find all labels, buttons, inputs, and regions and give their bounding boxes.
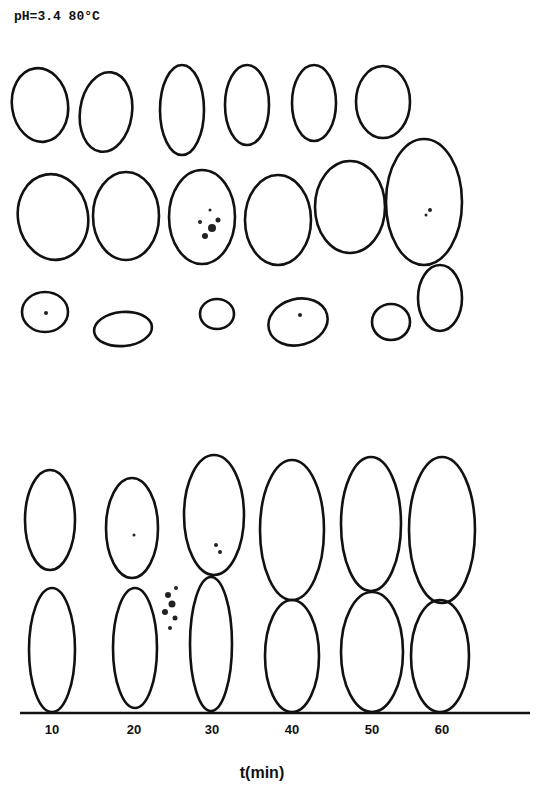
time-tick-holder: 40 [285,720,299,738]
axis-title: t(min) [240,764,284,782]
time-tick: 20 [127,723,141,737]
time-tick: 10 [45,723,59,737]
cell-outlines [7,64,475,712]
time-axis [20,712,530,715]
time-tick: 60 [435,723,449,737]
figure-title-holder: pH=3.4 80°C [14,6,100,24]
figure-title: pH=3.4 80°C [14,10,100,24]
time-tick-holder: 10 [45,720,59,738]
time-tick-holder: 20 [127,720,141,738]
time-tick: 40 [285,723,299,737]
time-tick: 30 [205,723,219,737]
time-tick-holder: 30 [205,720,219,738]
time-tick-holder: 50 [365,720,379,738]
speckles [44,208,432,630]
time-tick-holder: 60 [435,720,449,738]
axis-title-holder: t(min) [240,764,284,782]
time-tick: 50 [365,723,379,737]
